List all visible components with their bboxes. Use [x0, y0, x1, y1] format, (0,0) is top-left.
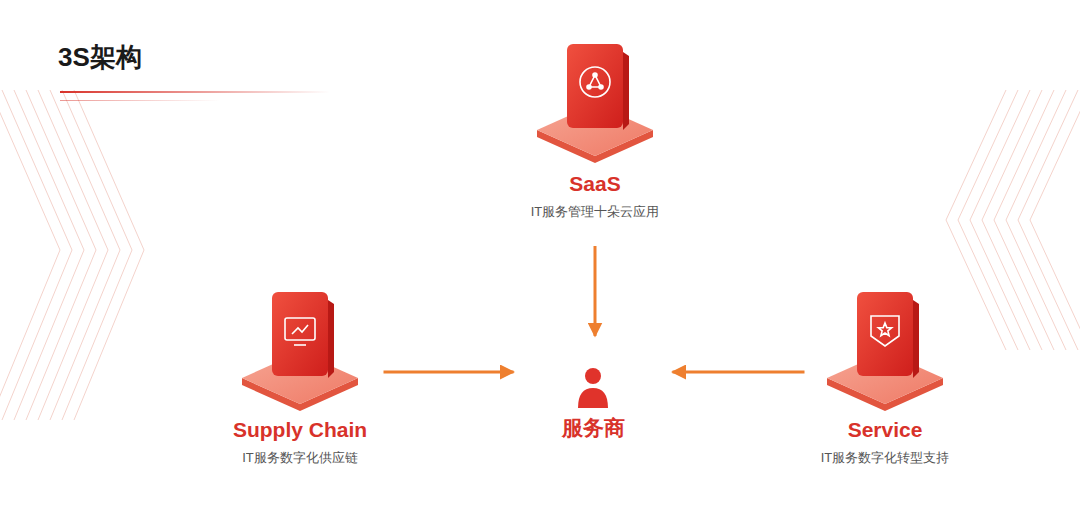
platform-icon	[537, 44, 653, 163]
tile-symbol	[871, 316, 899, 346]
pillar-node: SaaS IT服务管理十朵云应用	[525, 42, 666, 222]
chevron-line	[0, 90, 60, 420]
chevron-line	[50, 90, 120, 420]
pillar-node: ServiceIT服务数字化转型支持	[815, 290, 956, 468]
chevron-line	[38, 90, 108, 420]
pillar-node: Supply ChainIT服务数字化供应链	[227, 290, 374, 468]
title-underline	[60, 100, 220, 101]
title-underline	[60, 91, 330, 93]
person-icon	[578, 368, 608, 408]
flow-arrow	[384, 371, 514, 374]
node-heading: Service	[819, 416, 952, 444]
chevron-line	[946, 90, 1006, 350]
platform-icon	[827, 292, 943, 411]
tile-symbol	[580, 67, 610, 97]
chevron-line	[74, 90, 144, 420]
diagram-title: 3S架构	[58, 40, 142, 75]
chevron-line	[62, 90, 132, 420]
node-heading: SaaS	[529, 170, 662, 198]
node-heading: 服务商	[560, 414, 627, 442]
role-node: 服务商	[556, 364, 631, 442]
platform-icon	[242, 292, 358, 411]
flow-arrow	[594, 246, 597, 336]
chevron-line	[14, 90, 84, 420]
chevron-line	[2, 90, 72, 420]
chevron-line	[1030, 90, 1080, 350]
chevron-line	[26, 90, 96, 420]
flow-arrow	[673, 371, 805, 374]
tile-symbol	[285, 318, 315, 345]
node-subtitle: IT服务数字化转型支持	[819, 448, 952, 468]
node-subtitle: IT服务数字化供应链	[231, 448, 370, 468]
node-subtitle: IT服务管理十朵云应用	[529, 202, 662, 222]
node-heading: Supply Chain	[231, 416, 370, 444]
